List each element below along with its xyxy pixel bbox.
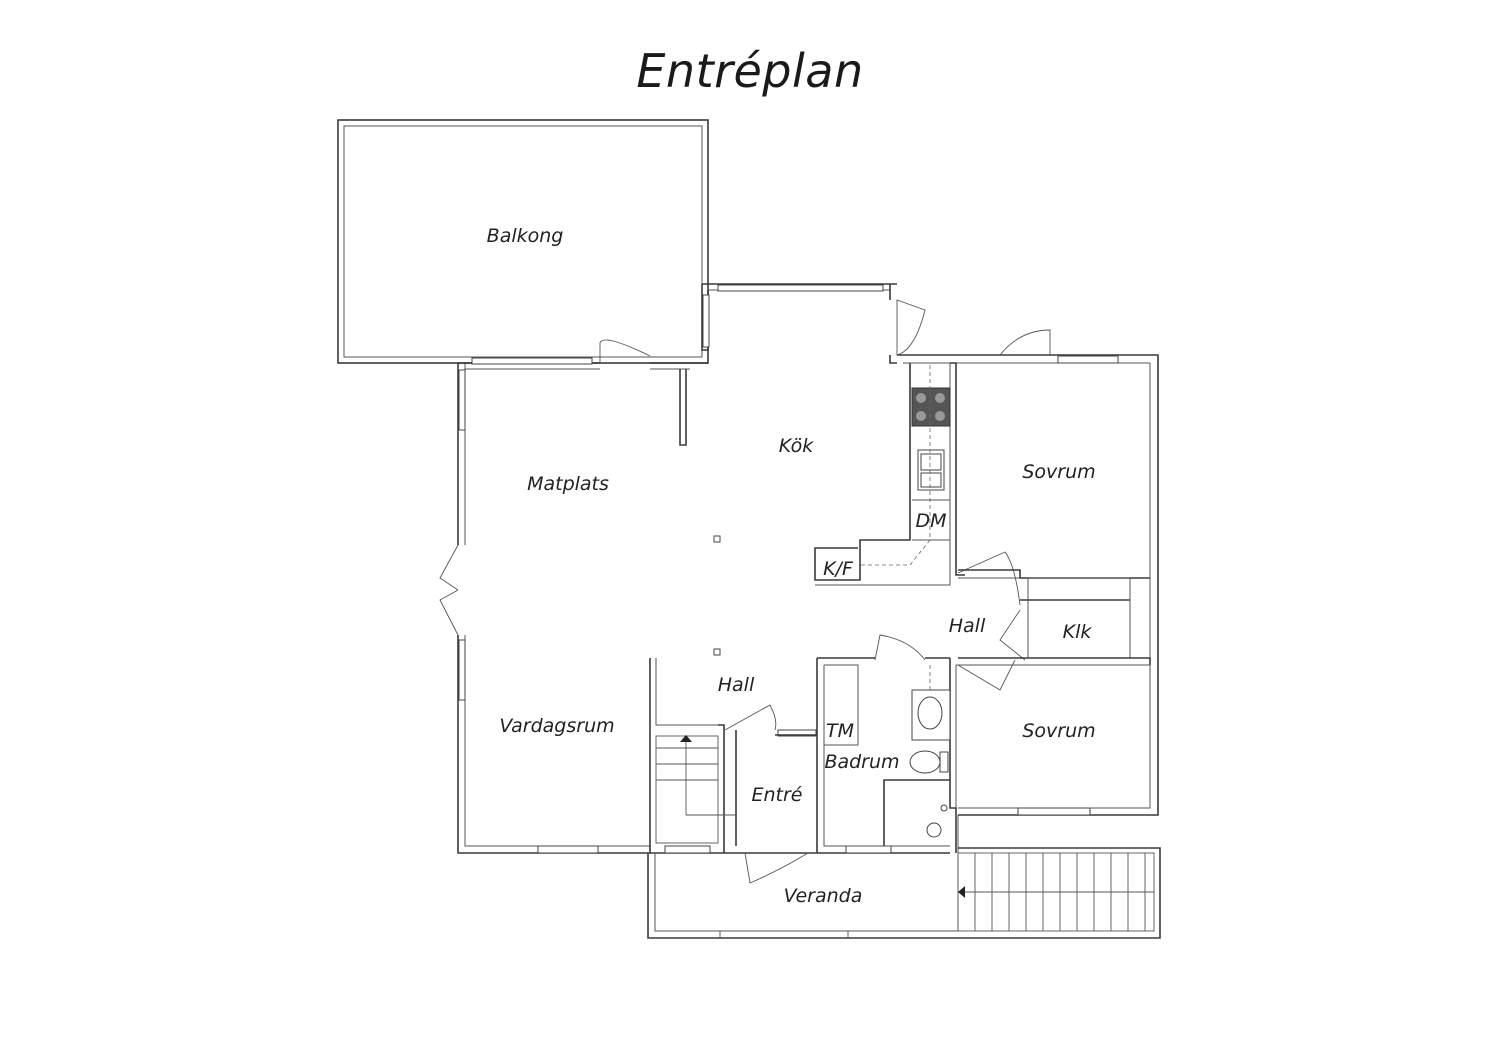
bathroom-sink-icon — [911, 689, 951, 741]
toilet-icon — [909, 750, 949, 774]
interior-stairs — [655, 735, 736, 844]
doors — [439, 299, 1051, 884]
outer-walls — [457, 283, 1159, 854]
room-label-dm: DM — [915, 510, 946, 532]
room-label-matplats: Matplats — [527, 473, 609, 495]
room-label-sovrum-top: Sovrum — [1022, 461, 1095, 483]
veranda-outline — [647, 847, 1161, 939]
room-label-hall-right: Hall — [949, 615, 986, 637]
exterior-stairs — [957, 852, 1155, 932]
room-label-klk: Klk — [1063, 621, 1093, 643]
interior-walls — [649, 362, 1151, 853]
windows — [458, 284, 1119, 854]
room-label-entre: Entré — [752, 784, 803, 806]
room-label-kok: Kök — [779, 435, 814, 457]
room-label-badrum: Badrum — [824, 751, 899, 773]
stove-icon — [911, 387, 951, 427]
exterior-stair-arrow-icon — [958, 886, 965, 898]
counter-lines — [860, 365, 950, 566]
plan-title: Entréplan — [636, 44, 864, 98]
stair-arrow-icon — [680, 735, 692, 742]
room-label-balkong: Balkong — [487, 225, 564, 247]
room-label-vardagsrum: Vardagsrum — [499, 715, 614, 737]
room-label-sovrum-bottom: Sovrum — [1022, 720, 1095, 742]
room-label-veranda: Veranda — [784, 885, 863, 907]
room-label-kf: K/F — [823, 558, 854, 580]
kitchen-sink-icon — [917, 449, 945, 491]
columns — [713, 535, 721, 656]
shower-icon — [883, 779, 950, 846]
room-label-hall-center: Hall — [718, 674, 755, 696]
room-label-tm: TM — [826, 720, 854, 742]
